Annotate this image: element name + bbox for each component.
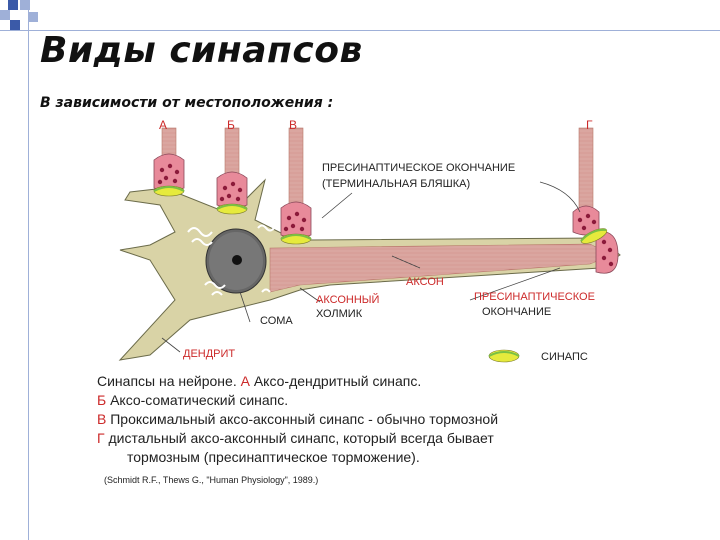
- label-presynaptic-right-2: ОКОНЧАНИЕ: [482, 306, 551, 318]
- synapse-g: [580, 228, 608, 244]
- synapse-b: [216, 203, 248, 215]
- presynaptic-axon-g: [572, 127, 600, 236]
- synapse-v: [280, 233, 312, 245]
- caption-text-g-cont: тормозным (пресинаптическое торможение).: [127, 449, 420, 465]
- deco-square: [20, 0, 30, 10]
- label-axon: АКСОН: [406, 276, 444, 288]
- caption-line-4: Г дистальный аксо-аксонный синапс, котор…: [97, 429, 677, 448]
- label-axon-hillock-2: ХОЛМИК: [316, 308, 363, 320]
- caption-line-2: Б Аксо-соматический синапс.: [97, 391, 677, 410]
- caption-line-1: Синапсы на нейроне. А Аксо-дендритный си…: [97, 372, 677, 391]
- deco-square: [8, 0, 18, 10]
- label-presynaptic-terminal: ПРЕСИНАПТИЧЕСКОЕ ОКОНЧАНИЕ: [322, 162, 515, 174]
- caption-text-g: дистальный аксо-аксонный синапс, который…: [108, 430, 494, 446]
- caption-text-v: Проксимальный аксо-аксонный синапс - обы…: [110, 411, 499, 427]
- caption-letter-v: В: [97, 411, 107, 427]
- page-subtitle: В зависимости от местоположения :: [40, 95, 334, 111]
- figure-caption: Синапсы на нейроне. А Аксо-дендритный си…: [97, 372, 677, 467]
- deco-line: [0, 30, 720, 31]
- label-synapse: СИНАПС: [541, 351, 588, 363]
- label-soma: СОМА: [260, 315, 293, 327]
- pointer-lines: [161, 181, 581, 353]
- deco-square: [0, 10, 10, 20]
- letter-b: Б: [227, 118, 235, 132]
- nucleolus: [232, 255, 242, 265]
- letter-g: Г: [586, 118, 593, 132]
- label-presynaptic-right-1: ПРЕСИНАПТИЧЕСКОЕ: [474, 291, 595, 303]
- letter-v: В: [289, 118, 297, 132]
- presynaptic-axon-v: [280, 127, 312, 239]
- source-citation: (Schmidt R.F., Thews G., "Human Physiolo…: [104, 475, 319, 485]
- caption-letter-b: Б: [97, 392, 107, 408]
- caption-text-a: Аксо-дендритный синапс.: [253, 373, 422, 389]
- label-terminal-plaque: (ТЕРМИНАЛЬНАЯ БЛЯШКА): [322, 178, 470, 190]
- caption-text-b: Аксо-соматический синапс.: [110, 392, 289, 408]
- organelles: [257, 224, 275, 293]
- deco-line: [28, 0, 29, 540]
- label-dendrite: ДЕНДРИТ: [183, 348, 235, 360]
- deco-square: [10, 20, 20, 30]
- page-title: Виды синапсов: [40, 30, 363, 71]
- caption-letter-g: Г: [97, 430, 105, 446]
- organelles: [187, 227, 226, 296]
- vesicles: [157, 163, 614, 267]
- synapse-symbol-icon: [488, 349, 520, 363]
- caption-line-5: тормозным (пресинаптическое торможение).: [97, 448, 677, 467]
- presynaptic-axon-b: [216, 127, 248, 209]
- synapse-a: [153, 185, 185, 197]
- deco-square: [28, 12, 38, 22]
- caption-start: Синапсы на нейроне.: [97, 373, 237, 389]
- letter-a: А: [159, 118, 167, 132]
- caption-line-3: В Проксимальный аксо-аксонный синапс - о…: [97, 410, 677, 429]
- caption-letter-a: А: [240, 373, 250, 389]
- label-axon-hillock-1: АКСОННЫЙ: [316, 293, 379, 306]
